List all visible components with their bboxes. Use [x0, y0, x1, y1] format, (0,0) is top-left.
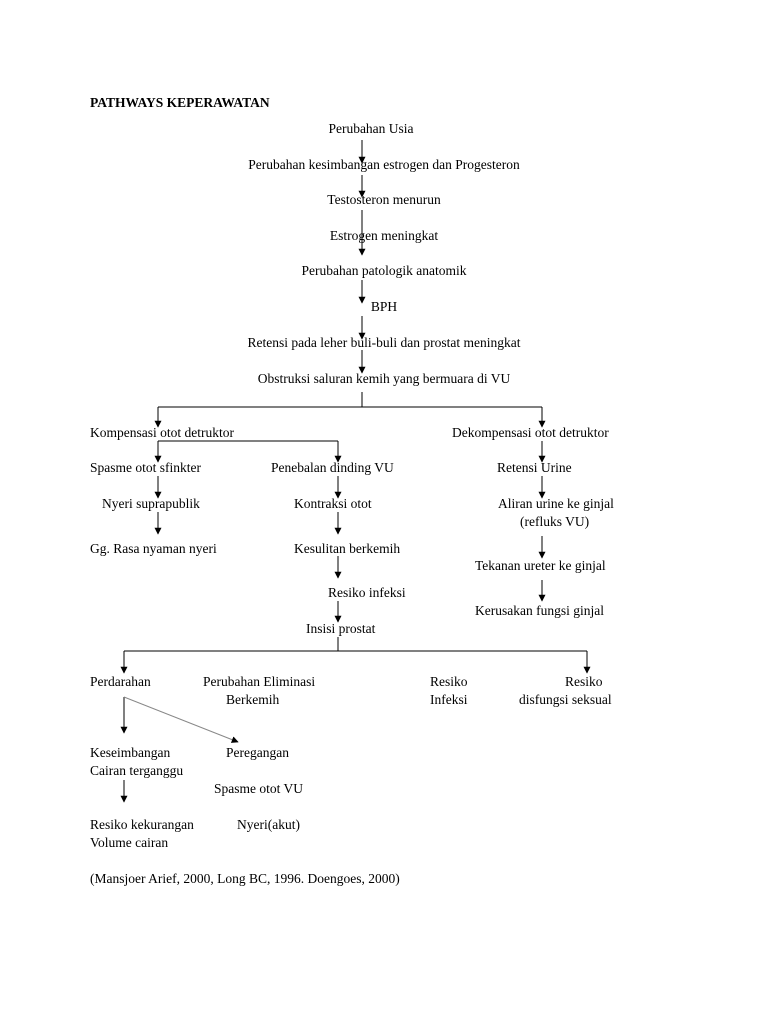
- node-keseimbangan-1: Keseimbangan: [90, 745, 171, 760]
- node-retensi-urine: Retensi Urine: [497, 460, 572, 475]
- node-kekurangan-2: Volume cairan: [90, 835, 169, 850]
- node-keseimbangan-hormon: Perubahan kesimbangan estrogen dan Proge…: [248, 157, 520, 172]
- node-resiko-infeksi-2: Infeksi: [430, 692, 468, 707]
- node-aliran-urine: Aliran urine ke ginjal: [498, 496, 614, 511]
- node-kekurangan-1: Resiko kekurangan: [90, 817, 194, 832]
- node-resiko-infeksi-1: Resiko: [430, 674, 468, 689]
- node-disfungsi-1: Resiko: [565, 674, 603, 689]
- node-kerusakan-ginjal: Kerusakan fungsi ginjal: [475, 603, 604, 618]
- node-perdarahan: Perdarahan: [90, 674, 151, 689]
- node-penebalan: Penebalan dinding VU: [271, 460, 394, 475]
- node-perubahan-usia: Perubahan Usia: [328, 121, 414, 136]
- node-obstruksi: Obstruksi saluran kemih yang bermuara di…: [257, 371, 511, 386]
- node-gg-rasa-nyaman: Gg. Rasa nyaman nyeri: [90, 541, 217, 556]
- page-title: PATHWAYS KEPERAWATAN: [90, 95, 270, 110]
- node-disfungsi-2: disfungsi seksual: [519, 692, 612, 707]
- node-testosteron: Testosteron menurun: [327, 192, 441, 207]
- node-nyeri-akut: Nyeri(akut): [237, 817, 300, 832]
- node-kesulitan-berkemih: Kesulitan berkemih: [294, 541, 401, 556]
- node-nyeri-suprapublik: Nyeri suprapublik: [102, 496, 200, 511]
- node-keseimbangan-2: Cairan terganggu: [90, 763, 184, 778]
- node-tekanan-ureter: Tekanan ureter ke ginjal: [475, 558, 606, 573]
- node-retensi-leher: Retensi pada leher buli-buli dan prostat…: [247, 335, 521, 350]
- node-insisi-prostat: Insisi prostat: [306, 621, 376, 636]
- node-refluks: (refluks VU): [520, 514, 590, 529]
- node-kompensasi: Kompensasi otot detruktor: [90, 425, 234, 440]
- node-spasme-vu: Spasme otot VU: [214, 781, 304, 796]
- node-eliminasi-1: Perubahan Eliminasi: [203, 674, 316, 689]
- node-peregangan: Peregangan: [226, 745, 289, 760]
- citation: (Mansjoer Arief, 2000, Long BC, 1996. Do…: [90, 871, 400, 886]
- arrow-peregangan: [123, 696, 239, 743]
- node-dekompensasi: Dekompensasi otot detruktor: [452, 425, 609, 440]
- node-eliminasi-2: Berkemih: [226, 692, 280, 707]
- node-estrogen: Estrogen meningkat: [329, 228, 439, 243]
- node-patologik: Perubahan patologik anatomik: [301, 263, 467, 278]
- node-resiko-infeksi-b: Resiko infeksi: [328, 585, 406, 600]
- node-spasme-sfinkter: Spasme otot sfinkter: [90, 460, 201, 475]
- node-bph: BPH: [370, 299, 398, 314]
- node-kontraksi: Kontraksi otot: [294, 496, 372, 511]
